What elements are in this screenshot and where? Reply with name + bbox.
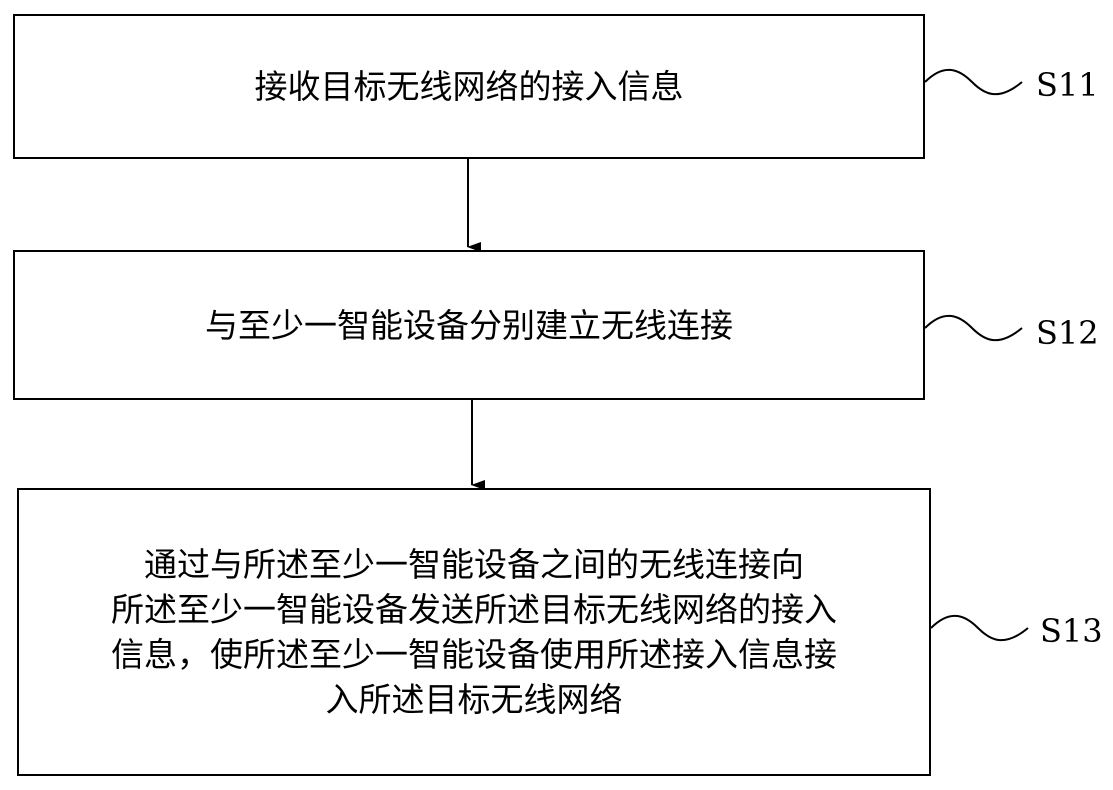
squiggle-s12 xyxy=(924,315,1023,342)
squiggle-s11 xyxy=(924,69,1023,96)
step-text-s13: 通过与所述至少一智能设备之间的无线连接向 所述至少一智能设备发送所述目标无线网络… xyxy=(111,542,837,722)
step-text-s13-line: 信息，使所述至少一智能设备使用所述接入信息接 xyxy=(111,635,837,674)
step-box-s13: 通过与所述至少一智能设备之间的无线连接向 所述至少一智能设备发送所述目标无线网络… xyxy=(17,488,931,776)
step-text-s13-line: 所述至少一智能设备发送所述目标无线网络的接入 xyxy=(111,590,837,629)
step-label-s13: S13 xyxy=(1040,612,1103,650)
squiggle-s13 xyxy=(930,615,1029,642)
step-label-s12: S12 xyxy=(1036,314,1099,352)
step-box-s12: 与至少一智能设备分别建立无线连接 xyxy=(13,250,925,400)
step-text-s13-line: 入所述目标无线网络 xyxy=(325,680,623,719)
step-box-s11: 接收目标无线网络的接入信息 xyxy=(13,14,925,159)
step-text-s13-line: 通过与所述至少一智能设备之间的无线连接向 xyxy=(144,545,804,584)
step-text-s12: 与至少一智能设备分别建立无线连接 xyxy=(205,305,733,345)
step-text-s11: 接收目标无线网络的接入信息 xyxy=(254,67,684,106)
step-label-s11: S11 xyxy=(1036,66,1099,104)
